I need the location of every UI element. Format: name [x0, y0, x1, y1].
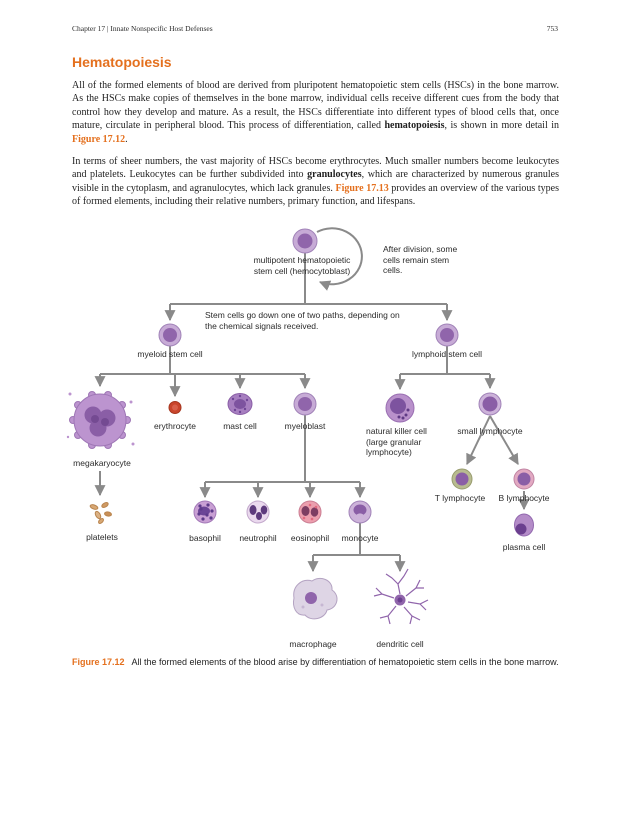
myeloblast-cell-image [293, 392, 317, 416]
label-lymphoid-stem-cell: lymphoid stem cell [412, 349, 482, 359]
figure-caption: Figure 17.12 All the formed elements of t… [72, 656, 559, 669]
neutrophil-cell-image [246, 500, 270, 524]
label-b-lymphocyte: B lymphocyte [498, 493, 550, 503]
para2-text-2: , which are characterized by numerous gr… [72, 169, 560, 194]
para2-bold-term: granulocytes [307, 169, 362, 181]
hematopoiesis-tree-graphic [66, 227, 535, 625]
platelets-image [89, 502, 112, 524]
label-dendritic-cell: dendritic cell [376, 639, 424, 649]
t-lymphocyte-cell-image [451, 468, 473, 490]
label-small-lymphocyte: small lymphocyte [457, 426, 523, 436]
para2-text-3: provides an overview of the various type… [72, 182, 559, 208]
label-natural-killer-cell: natural killer cell (large granular lymp… [366, 426, 427, 458]
megakaryocyte-cell-image [66, 391, 135, 449]
label-macrophage: macrophage [289, 639, 337, 649]
plasma-cell-image [514, 513, 534, 537]
label-neutrophil: neutrophil [239, 533, 277, 543]
label-myeloblast: myeloblast [284, 421, 326, 431]
paragraph-2: In terms of sheer numbers, the vast majo… [72, 155, 559, 209]
tree-connector-lines [100, 253, 490, 556]
figure-17-13-link[interactable]: Figure 17.13 [335, 182, 389, 194]
label-two-paths-note: Stem cells go down one of two paths, dep… [205, 310, 400, 331]
running-head-chapter: Chapter 17 | Innate Nonspecific Host Def… [72, 24, 213, 33]
lymphoid-stem-cell-image [435, 323, 459, 347]
figure-caption-label: Figure 17.12 [72, 657, 125, 667]
label-basophil: basophil [189, 533, 221, 543]
para1-text-3: . [125, 133, 128, 145]
figure-caption-text: All the formed elements of the blood ari… [131, 657, 559, 667]
label-mast-cell: mast cell [223, 421, 257, 431]
macrophage-cell-image [293, 577, 338, 620]
b-lymphocyte-cell-image [513, 468, 535, 490]
basophil-cell-image [193, 500, 217, 524]
tree-arrow-terminals [94, 227, 530, 573]
para2-text-1: In terms of sheer numbers, the vast majo… [72, 156, 559, 181]
natural-killer-cell-image [385, 393, 415, 423]
label-myeloid-stem-cell: myeloid stem cell [137, 349, 203, 359]
label-platelets: platelets [86, 532, 118, 542]
label-eosinophil: eosinophil [290, 533, 330, 543]
dendritic-cell-image [373, 568, 429, 625]
figure-17-12-link[interactable]: Figure 17.12 [72, 133, 126, 145]
self-renewal-loop-arrow [316, 227, 363, 291]
hemocytoblast-cell-image [292, 228, 318, 254]
label-erythrocyte: erythrocyte [153, 421, 197, 431]
label-megakaryocyte: megakaryocyte [73, 458, 131, 468]
eosinophil-cell-image [298, 500, 322, 524]
running-head: Chapter 17 | Innate Nonspecific Host Def… [72, 24, 558, 33]
label-after-division-note: After division, some cells remain stem c… [383, 244, 458, 276]
label-t-lymphocyte: T lymphocyte [434, 493, 486, 503]
small-lymphocyte-cell-image [478, 392, 502, 416]
monocyte-cell-image [348, 500, 372, 524]
running-head-page-number: 753 [546, 24, 558, 33]
figure-17-12-diagram: multipotent hematopoietic stem cell (hem… [0, 222, 630, 654]
para1-bold-term: hematopoiesis [384, 120, 445, 132]
para1-text-2: , is shown in more detail in [444, 120, 559, 132]
label-hemocytoblast: multipotent hematopoietic stem cell (hem… [253, 255, 351, 276]
label-plasma-cell: plasma cell [502, 542, 546, 552]
paragraph-1: All of the formed elements of blood are … [72, 79, 559, 146]
section-heading: Hematopoiesis [72, 54, 172, 70]
myeloid-stem-cell-image [158, 323, 182, 347]
erythrocyte-cell-image [168, 401, 182, 414]
label-monocyte: monocyte [341, 533, 379, 543]
mast-cell-image [227, 393, 253, 415]
main-content: Hematopoiesis All of the formed elements… [72, 54, 559, 218]
para1-text-1: All of the formed elements of blood are … [72, 80, 559, 132]
